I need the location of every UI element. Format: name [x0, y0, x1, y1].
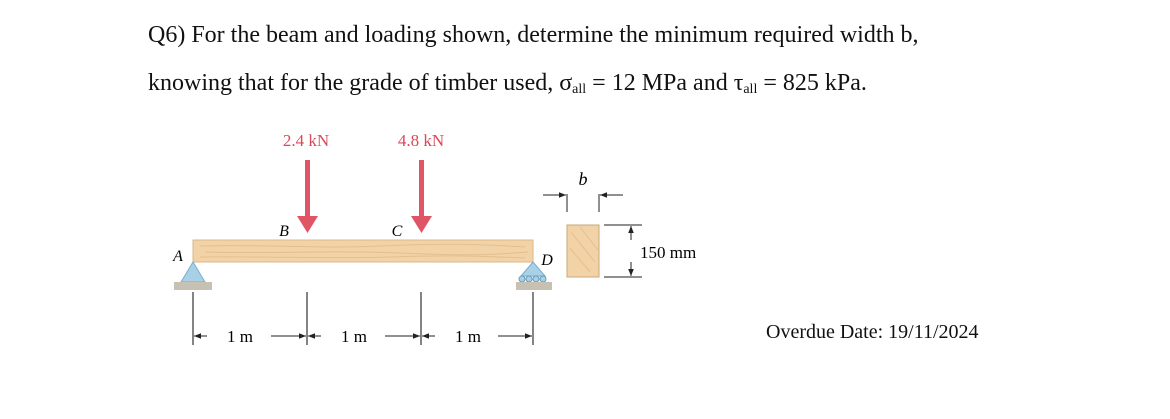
point-d-label: D	[540, 252, 553, 269]
tau-subscript: all	[743, 82, 758, 97]
height-dimension	[604, 224, 642, 278]
load-arrow-c	[411, 160, 432, 233]
height-label: 150 mm	[640, 243, 696, 262]
roller-support-d	[516, 261, 552, 290]
question-text-1: Q6) For the beam and loading shown, dete…	[148, 22, 919, 48]
span-1-label: 1 m	[227, 327, 253, 346]
question-text-2c: = 825 kPa.	[757, 70, 867, 96]
sigma-subscript: all	[572, 82, 587, 97]
width-dimension	[543, 192, 623, 212]
question-text-2b: = 12 MPa and τ	[586, 70, 744, 96]
point-c-label: C	[392, 223, 403, 240]
pin-support-a	[174, 261, 212, 290]
timber-beam	[192, 239, 534, 263]
question-line-1: Q6) For the beam and loading shown, dete…	[148, 22, 919, 49]
point-b-label: B	[279, 223, 289, 240]
due-date: Overdue Date: 19/11/2024	[766, 321, 979, 343]
load-c-label: 4.8 kN	[398, 131, 444, 150]
question-text-2a: knowing that for the grade of timber use…	[148, 70, 573, 96]
span-3-label: 1 m	[455, 327, 481, 346]
load-arrow-b	[297, 160, 318, 233]
load-b-label: 2.4 kN	[283, 131, 329, 150]
question-line-2: knowing that for the grade of timber use…	[148, 70, 867, 97]
width-b-label: b	[579, 169, 588, 189]
span-2-label: 1 m	[341, 327, 367, 346]
span-extension-lines	[192, 292, 534, 345]
cross-section	[566, 224, 600, 278]
point-a-label: A	[172, 248, 183, 265]
